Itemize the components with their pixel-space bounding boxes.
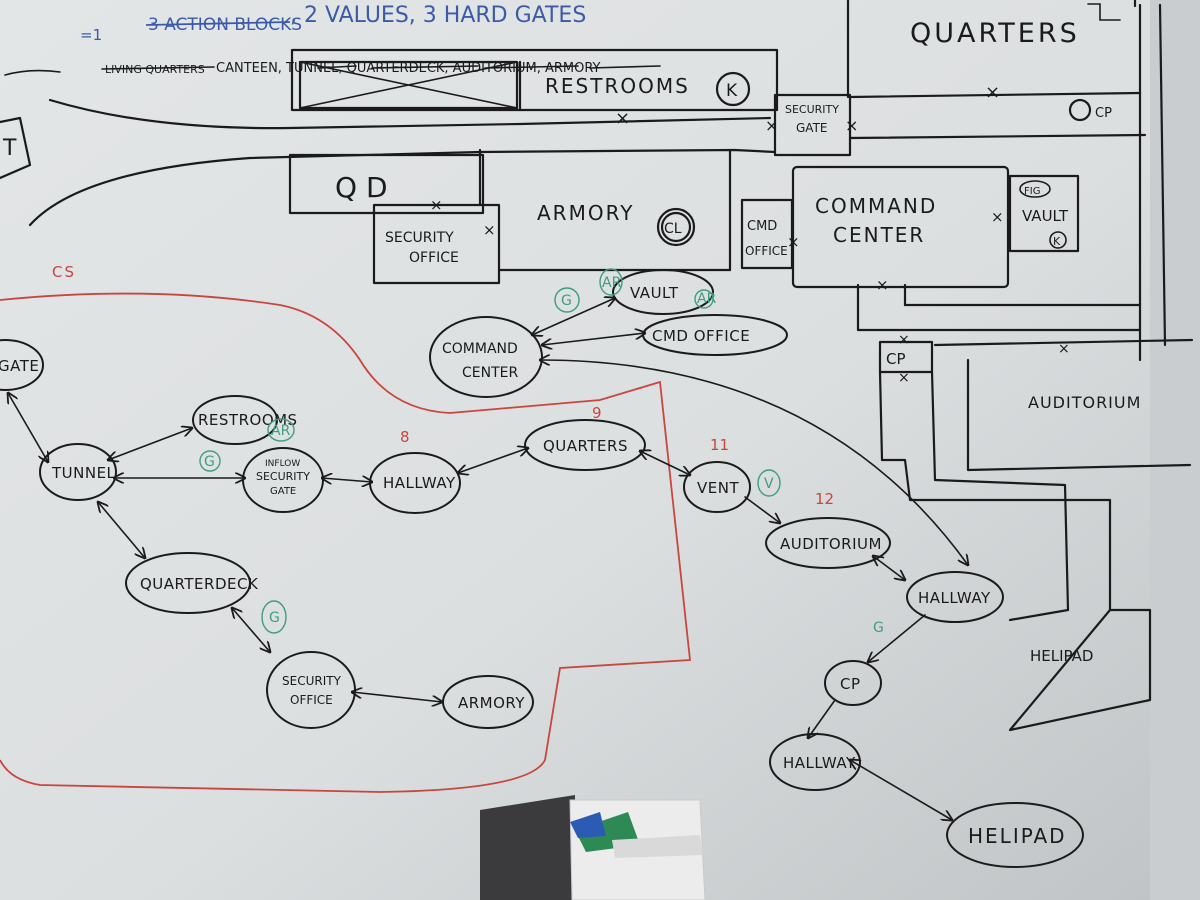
- map-security-gate-l1: SECURITY: [785, 103, 839, 116]
- svg-text:RESTROOMS: RESTROOMS: [198, 411, 298, 429]
- map-command-center-l1: COMMAND: [815, 194, 937, 218]
- map-command-center-l2: CENTER: [833, 223, 925, 247]
- map-cmd-office-l2: OFFICE: [745, 244, 788, 258]
- svg-text:×: ×: [898, 370, 910, 386]
- graph-nodes: GATE TUNNEL RESTROOMS INFLOW SECURITY GA…: [0, 269, 1084, 868]
- graph-edges: [8, 298, 968, 820]
- number-hallway: 8: [400, 428, 410, 446]
- svg-text:INFLOW: INFLOW: [265, 459, 300, 469]
- facility-map: RESTROOMS × K SECURITY GATE × × × CP QUA…: [0, 0, 1194, 732]
- map-restrooms-marker: K: [726, 81, 738, 101]
- mark-vent-v: V: [764, 476, 774, 492]
- svg-text:VENT: VENT: [697, 479, 739, 497]
- svg-text:SECURITY: SECURITY: [256, 470, 310, 483]
- node-auditorium: AUDITORIUM: [765, 517, 891, 569]
- cs-region: CS: [0, 263, 691, 793]
- number-vent: 11: [710, 436, 729, 454]
- svg-text:×: ×: [985, 82, 1000, 103]
- map-cmd-office-l1: CMD: [747, 219, 777, 234]
- map-qd-label: Q D: [335, 171, 388, 204]
- map-vault-label: VAULT: [1022, 207, 1069, 225]
- svg-text:GATE: GATE: [270, 486, 296, 497]
- mark-command-g: G: [561, 293, 572, 309]
- map-edge-letter: T: [2, 136, 17, 161]
- map-armory-label: ARMORY: [537, 201, 634, 225]
- node-command-center: COMMAND CENTER: [429, 316, 543, 398]
- svg-text:×: ×: [898, 332, 910, 348]
- svg-text:TUNNEL: TUNNEL: [51, 464, 116, 482]
- cs-region-label: CS: [52, 263, 76, 281]
- map-vault-marker-bottom: K: [1053, 235, 1061, 248]
- node-cmd-office: CMD OFFICE: [642, 314, 788, 356]
- map-security-gate-l2: GATE: [796, 121, 828, 135]
- mark-inflow-ar: AR: [271, 423, 291, 439]
- map-armory-marker: CL: [664, 221, 682, 237]
- number-quarters: 9: [592, 404, 602, 422]
- board-frame-right: [1150, 0, 1200, 900]
- mark-quarterdeck-g: G: [269, 610, 280, 626]
- svg-text:AUDITORIUM: AUDITORIUM: [780, 535, 882, 553]
- svg-text:HALLWAY: HALLWAY: [783, 754, 856, 772]
- svg-text:QUARTERDECK: QUARTERDECK: [140, 575, 259, 593]
- svg-text:×: ×: [765, 116, 778, 135]
- header-line2-struck: LIVING QUARTERS: [105, 63, 205, 76]
- node-hallway-8: HALLWAY: [369, 452, 461, 514]
- node-hallway-bottom: HALLWAY: [769, 733, 861, 791]
- mark-vault-ar: AR: [602, 275, 622, 291]
- node-vent: VENT: [683, 461, 751, 513]
- map-security-office-l2: OFFICE: [409, 250, 459, 266]
- mark-cp-g: G: [873, 620, 884, 636]
- mark-inflow-g: G: [204, 454, 215, 470]
- svg-text:HALLWAY: HALLWAY: [918, 589, 991, 607]
- svg-text:HELIPAD: HELIPAD: [968, 824, 1067, 848]
- number-auditorium: 12: [815, 490, 834, 508]
- map-quarters-label: QUARTERS: [910, 18, 1080, 49]
- node-cp: CP: [824, 660, 882, 706]
- map-cp-top: CP: [1095, 106, 1112, 121]
- node-armory: ARMORY: [442, 675, 534, 729]
- header-prefix: =1: [80, 26, 102, 44]
- map-cp-mid: CP: [886, 350, 906, 368]
- svg-text:HALLWAY: HALLWAY: [383, 474, 456, 492]
- svg-text:CENTER: CENTER: [462, 365, 518, 381]
- node-helipad: HELIPAD: [946, 802, 1084, 868]
- svg-text:COMMAND: COMMAND: [442, 341, 518, 357]
- node-quarters: QUARTERS: [524, 419, 646, 471]
- graph-annotations: 8 9 11 12 G AR V G G G AR AR: [199, 268, 884, 636]
- svg-text:ARMORY: ARMORY: [458, 694, 525, 712]
- map-auditorium-label: AUDITORIUM: [1028, 393, 1141, 412]
- map-restrooms-x: ×: [615, 108, 630, 129]
- svg-text:×: ×: [876, 276, 889, 294]
- marker-tray: [480, 795, 706, 900]
- svg-text:CP: CP: [840, 675, 861, 693]
- map-vault-marker-top: FIG: [1024, 186, 1040, 197]
- svg-text:VAULT: VAULT: [630, 284, 679, 302]
- svg-text:×: ×: [483, 221, 496, 239]
- svg-text:×: ×: [991, 208, 1004, 226]
- node-vault: VAULT: [612, 269, 714, 315]
- node-hallway-right: HALLWAY: [906, 571, 1004, 623]
- svg-text:GATE: GATE: [0, 357, 39, 375]
- map-security-office-l1: SECURITY: [385, 230, 454, 246]
- map-helipad-label: HELIPAD: [1030, 647, 1093, 665]
- node-security-office: SECURITY OFFICE: [266, 651, 356, 729]
- node-gate: GATE: [0, 339, 44, 391]
- node-inflow-security-gate: INFLOW SECURITY GATE: [242, 447, 324, 513]
- svg-text:CMD OFFICE: CMD OFFICE: [652, 327, 750, 345]
- node-tunnel: TUNNEL: [39, 443, 117, 501]
- svg-text:QUARTERS: QUARTERS: [543, 437, 628, 455]
- mark-vault-ar2: AR: [697, 291, 717, 307]
- svg-text:×: ×: [430, 196, 443, 214]
- header-line2: CANTEEN, TUNNEL, QUARTERDECK, AUDITORIUM…: [216, 61, 601, 76]
- header-line1: , 2 VALUES, 3 HARD GATES: [290, 3, 586, 28]
- svg-text:×: ×: [845, 116, 858, 135]
- map-restrooms-label: RESTROOMS: [545, 74, 690, 98]
- svg-text:×: ×: [1058, 341, 1070, 357]
- svg-text:OFFICE: OFFICE: [290, 693, 333, 707]
- header-struck-text: 3 ACTION BLOCKS: [148, 15, 302, 35]
- svg-text:SECURITY: SECURITY: [282, 674, 342, 688]
- node-quarterdeck: QUARTERDECK: [125, 552, 259, 614]
